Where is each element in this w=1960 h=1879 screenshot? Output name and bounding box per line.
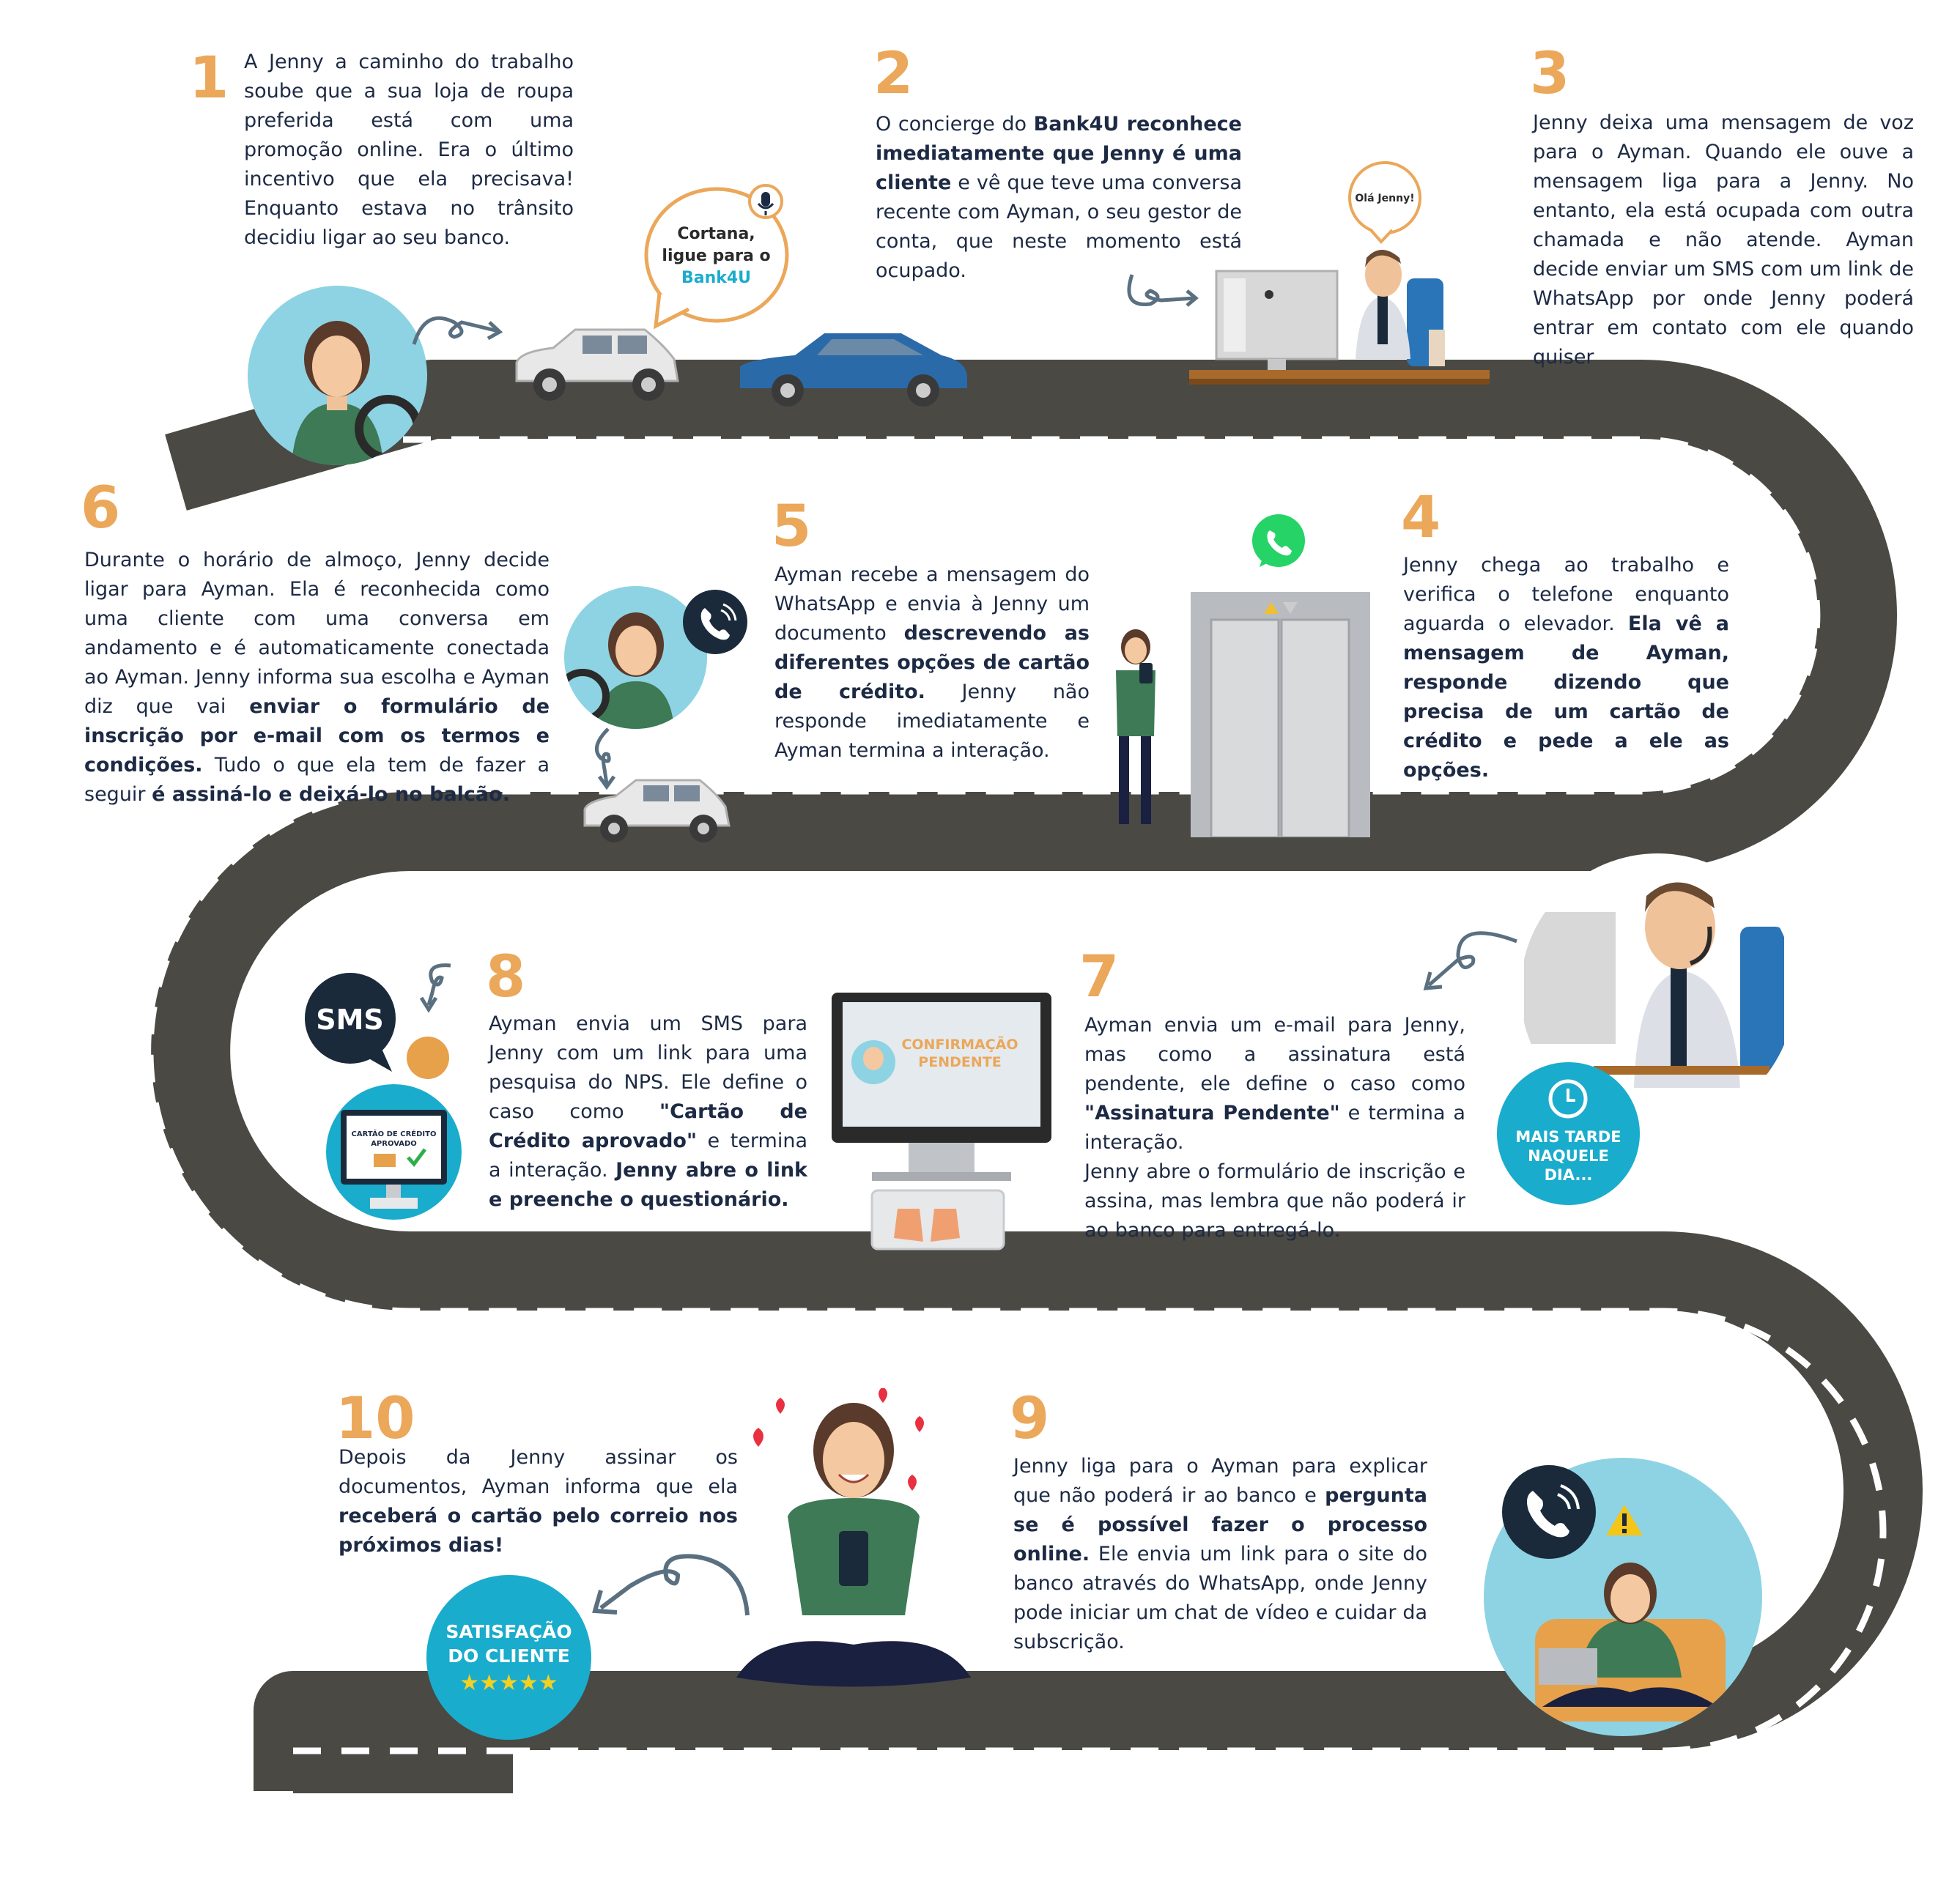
satisfaction-stars: ★★★★★ — [459, 1670, 558, 1696]
jenny-laptop-icon — [1535, 1563, 1726, 1722]
step-1-number: 1 — [189, 45, 229, 111]
step-4-text-a: Jenny chega ao trabalho e verifica o tel… — [1403, 554, 1729, 635]
ola-text: Olá Jenny! — [1355, 193, 1415, 204]
step-9-text-a: Jenny liga para o Ayman para explicar qu… — [1013, 1455, 1427, 1507]
phone-call-icon — [683, 590, 747, 654]
later-line-3: DIA... — [1544, 1166, 1593, 1184]
arrow-icon — [1127, 274, 1199, 307]
step-7-number: 7 — [1079, 944, 1120, 1010]
monitor-approved-icon — [341, 1110, 447, 1209]
step-3-text: Jenny deixa uma mensagem de voz para o A… — [1533, 111, 1914, 368]
white-car-small-icon — [583, 779, 731, 842]
cortana-line-1: Cortana, — [677, 225, 755, 243]
ayman-desk-illustration — [1189, 250, 1490, 385]
step-2-number: 2 — [873, 41, 914, 107]
arrow-left-icon — [1423, 931, 1517, 990]
step-10-text: Depois da Jenny assinar os documentos, A… — [339, 1443, 738, 1560]
step-4-number: 4 — [1401, 485, 1441, 551]
step-7-text: Ayman envia um e-mail para Jenny, mas co… — [1084, 1011, 1465, 1157]
arrow-down-icon — [419, 963, 451, 1013]
arrow-down-icon — [594, 727, 616, 790]
step-8-text-b: e termina a interação. — [489, 1130, 807, 1182]
step-2-text-bold: Bank4U reconhece imediatamente que Jenny… — [876, 113, 1242, 194]
jenny-driving-icon — [292, 321, 422, 465]
step-1-text: A Jenny a caminho do trabalho soube que … — [244, 51, 574, 249]
computer-monitor-illustration — [832, 993, 1051, 1250]
elevator-illustration — [1191, 592, 1370, 837]
white-car-icon — [515, 328, 679, 401]
step-8-text-bold-b: Jenny abre o link e preenche o questioná… — [489, 1159, 807, 1211]
step-4-text-bold: Ela vê a mensagem de Ayman, responde diz… — [1403, 612, 1730, 782]
step-7-text-2: Jenny abre o formulário de inscrição e a… — [1084, 1160, 1465, 1242]
step-10-number: 10 — [336, 1386, 415, 1452]
happy-jenny-illustration — [736, 1388, 971, 1687]
step-6-text-b: Tudo o que ela tem de fazer a seguir — [84, 754, 550, 806]
step-8-text-bold-a: "Cartão de Crédito aprovado" — [489, 1100, 807, 1152]
arrow-left-icon — [592, 1554, 750, 1616]
jenny-driving-avatar — [248, 286, 427, 465]
ayman-headset-icon — [1524, 882, 1784, 1088]
card-approved-line-1: CARTÃO DE CRÉDITO — [351, 1130, 437, 1138]
step-4-text: Jenny chega ao trabalho e verifica o tel… — [1403, 551, 1729, 785]
step-7-text-bold: "Assinatura Pendente" — [1084, 1102, 1340, 1124]
jenny-call-avatar — [564, 586, 707, 729]
phone-call-icon — [1502, 1465, 1596, 1559]
arrow-icon — [412, 316, 503, 345]
sms-bubble-icon — [305, 973, 396, 1072]
satisfaction-line-2: DO CLIENTE — [448, 1645, 570, 1667]
later-line-1: MAIS TARDE — [1515, 1128, 1621, 1146]
step-7-text-a: Ayman envia um e-mail para Jenny, mas co… — [1084, 1014, 1465, 1095]
blue-car-icon — [740, 333, 967, 407]
cortana-speech-bubble — [644, 184, 789, 330]
credit-card-icon — [407, 1037, 449, 1079]
step-9-text: Jenny liga para o Ayman para explicar qu… — [1013, 1452, 1427, 1657]
card-approved-line-2: APROVADO — [371, 1140, 417, 1148]
satisfaction-line-1: SATISFAÇÃO — [445, 1621, 572, 1642]
step-8-text-a: Ayman envia um SMS para Jenny com um lin… — [489, 1012, 807, 1123]
clock-icon — [1548, 1079, 1588, 1119]
step-7-text-b: e termina a interação. — [1084, 1102, 1465, 1154]
step-9-text-b: Ele envia um link para o site do banco a… — [1013, 1543, 1427, 1653]
step-9-text-bold: pergunta se é possível fazer o processo … — [1013, 1484, 1427, 1565]
confirm-line-2: PENDENTE — [918, 1054, 1002, 1070]
later-that-day-badge — [1497, 1062, 1640, 1205]
ola-speech-bubble — [1348, 161, 1421, 244]
step-5-text: Ayman recebe a mensagem do WhatsApp e en… — [774, 560, 1090, 766]
step-5-text-bold: descrevendo as diferentes opções de cart… — [774, 622, 1090, 703]
step-6-text-a: Durante o horário de almoço, Jenny decid… — [84, 549, 550, 718]
step-8-text: Ayman envia um SMS para Jenny com um lin… — [489, 1009, 807, 1215]
step-2-text-a: O concierge do — [876, 113, 1034, 136]
later-line-2: NAQUELE — [1528, 1147, 1609, 1165]
step-5-text-a: Ayman recebe a mensagem do WhatsApp e en… — [774, 563, 1090, 645]
step-2-text-b: e vê que teve uma conversa recente com A… — [876, 171, 1242, 282]
step-9-number: 9 — [1010, 1386, 1050, 1452]
step-6-text-bold-b: é assiná-lo e deixá-lo no balcão. — [152, 783, 510, 806]
warning-icon — [1606, 1505, 1643, 1535]
jenny-standing-illustration — [1116, 629, 1155, 824]
step-3-number: 3 — [1530, 41, 1570, 107]
whatsapp-icon — [1252, 514, 1305, 567]
step-6-text-bold-a: enviar o formulário de inscrição por e-m… — [84, 695, 550, 777]
sms-label: SMS — [316, 1004, 384, 1036]
step-2-text: O concierge do Bank4U reconhece imediata… — [876, 110, 1242, 286]
step-10-text-a: Depois da Jenny assinar os documentos, A… — [339, 1446, 738, 1498]
step-8-number: 8 — [486, 944, 526, 1010]
step-6-text: Durante o horário de almoço, Jenny decid… — [84, 546, 550, 809]
step-6-number: 6 — [81, 475, 121, 541]
step-10-text-bold: receberá o cartão pelo correio nos próxi… — [339, 1505, 738, 1557]
step-5-number: 5 — [772, 494, 812, 560]
cortana-line-2: ligue para o — [662, 247, 771, 265]
step-5-text-b: Jenny não responde imediatamente e Ayman… — [774, 681, 1090, 762]
confirm-line-1: CONFIRMAÇÃO — [901, 1037, 1018, 1053]
cortana-brand: Bank4U — [681, 269, 752, 287]
customer-satisfaction-badge — [426, 1575, 591, 1740]
